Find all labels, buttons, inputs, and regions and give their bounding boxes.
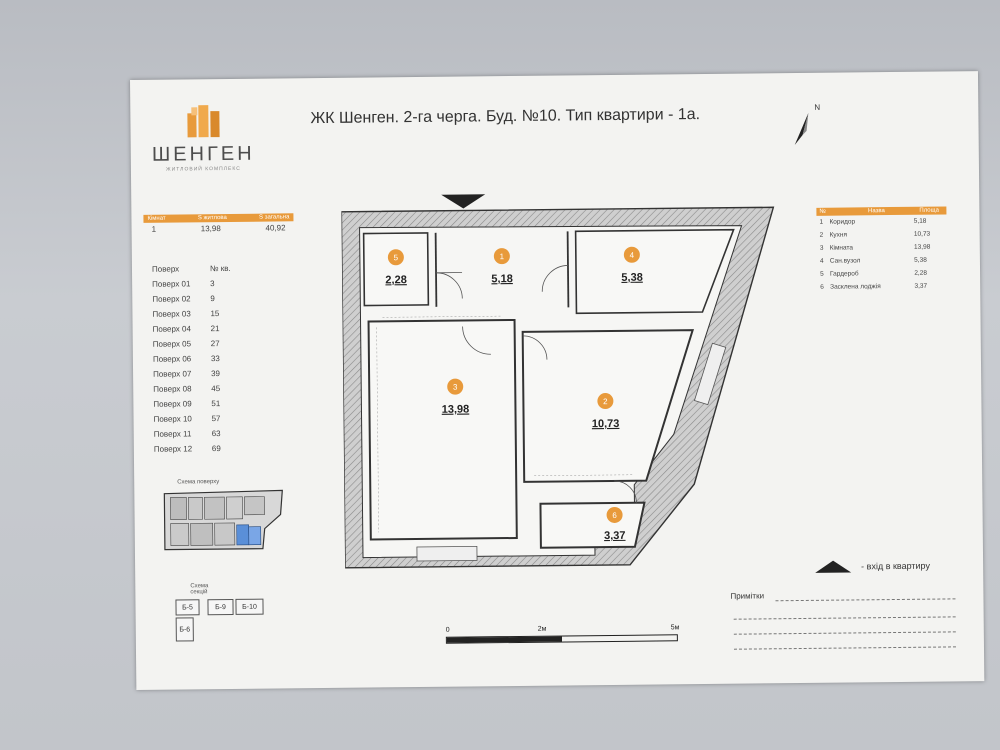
entry-triangle-icon <box>815 560 852 573</box>
summary-header-rooms: Кімнат <box>147 215 166 222</box>
notes-section: Примітки <box>730 591 764 600</box>
north-label: N <box>814 102 821 112</box>
scale-bar-graphic <box>445 634 678 644</box>
room-1-badge: 1 5,18 <box>491 248 513 285</box>
sections-label: Схема секцій <box>190 583 209 596</box>
scale-mid: 2м <box>537 625 547 633</box>
svg-text:3: 3 <box>453 383 458 392</box>
summary-total-value: 40,92 <box>265 223 286 233</box>
section-b10: Б-10 <box>235 598 264 615</box>
note-line <box>733 631 956 635</box>
mini-plan-label: Схема поверху <box>177 479 220 486</box>
floorplan-sheet: ШЕНГЕН ЖИТЛОВИЙ КОМПЛЕКС ЖК Шенген. 2-га… <box>130 71 985 690</box>
apartment-floor-plan: 5 2,28 1 5,18 4 5,38 3 13,98 2 10,73 6 3… <box>341 194 775 569</box>
summary-rooms-value: 1 <box>151 224 157 234</box>
room-5-badge: 5 2,28 <box>385 249 407 286</box>
summary-row: 1 13,98 40,92 <box>143 221 293 236</box>
summary-header-total: S загальна <box>258 214 290 221</box>
entry-legend: - вхід в квартиру <box>815 560 930 573</box>
svg-text:5,38: 5,38 <box>621 272 643 284</box>
svg-text:5,18: 5,18 <box>491 273 513 285</box>
entry-marker-icon <box>441 194 486 209</box>
section-b6: Б-6 <box>175 617 194 642</box>
summary-header-living: S житлова <box>197 214 227 222</box>
floors-header: Поверх № кв. <box>151 263 231 274</box>
brand-logo: ШЕНГЕН ЖИТЛОВИЙ КОМПЛЕКС <box>140 101 266 182</box>
mini-floor-plan: Схема поверху <box>162 479 288 556</box>
note-line <box>775 598 956 602</box>
svg-text:1: 1 <box>500 252 505 261</box>
brand-name: ШЕНГЕН <box>151 142 255 166</box>
page-title: ЖК Шенген. 2-га черга. Буд. №10. Тип ква… <box>310 106 701 128</box>
entry-label: - вхід в квартиру <box>861 560 930 572</box>
mini-floor-plan-drawing <box>163 489 283 551</box>
room-4-badge: 4 5,38 <box>621 246 643 284</box>
svg-text:6: 6 <box>612 511 617 520</box>
section-b5: Б-5 <box>175 599 200 616</box>
north-arrow-icon <box>794 112 809 146</box>
svg-text:2,28: 2,28 <box>385 274 407 286</box>
notes-label: Примітки <box>730 591 765 601</box>
room-2-badge: 2 10,73 <box>592 393 620 430</box>
scale-end: 5м <box>670 624 680 632</box>
svg-text:13,98: 13,98 <box>442 403 470 415</box>
svg-text:4: 4 <box>630 251 635 260</box>
svg-text:2: 2 <box>603 397 608 406</box>
summary-living-value: 13,98 <box>200 224 221 234</box>
building-logo-icon <box>186 105 220 138</box>
scale-start: 0 <box>445 626 450 634</box>
room-3-badge: 3 13,98 <box>442 378 470 416</box>
svg-text:3,37: 3,37 <box>604 530 626 542</box>
note-line <box>733 646 956 650</box>
room-6-badge: 6 3,37 <box>604 506 626 542</box>
section-b9: Б-9 <box>207 598 234 616</box>
note-line <box>733 616 956 620</box>
apartment-summary: Кімнат S житлова S загальна 1 13,98 40,9… <box>143 213 294 236</box>
scale-bar: 0 2м 5м <box>445 624 680 644</box>
svg-text:10,73: 10,73 <box>592 418 620 430</box>
svg-text:5: 5 <box>394 253 399 262</box>
